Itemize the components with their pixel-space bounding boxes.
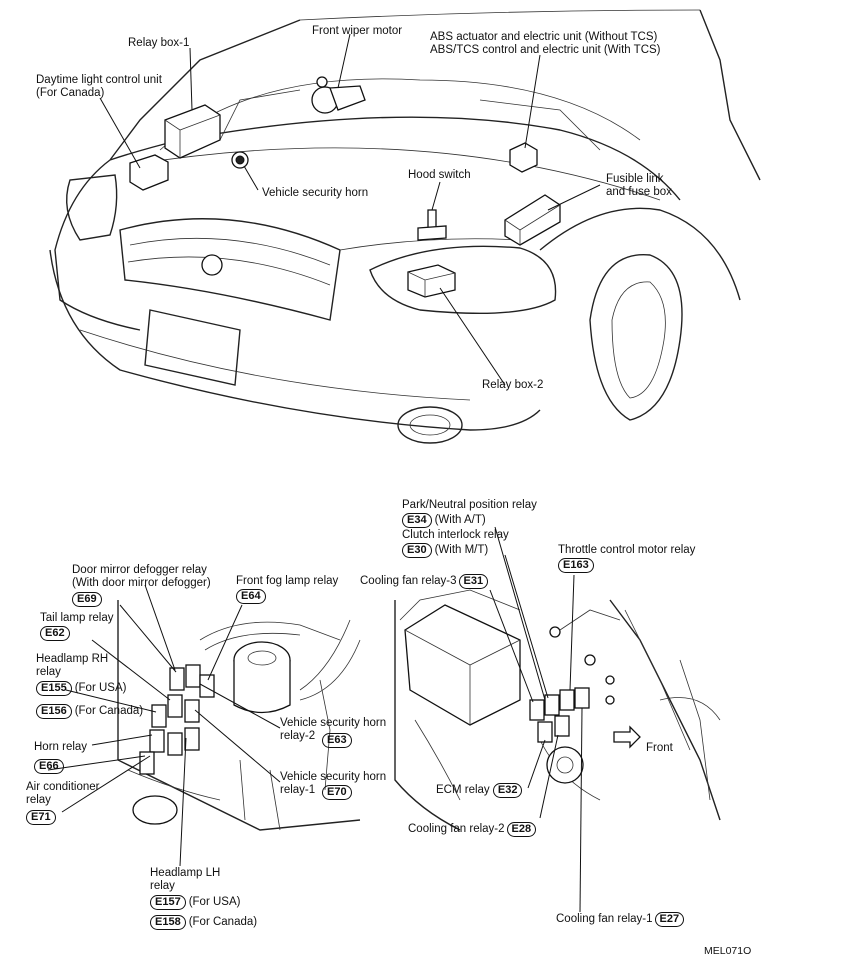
connector-e157: E157(For USA) bbox=[150, 895, 240, 910]
connector-e63: E63 bbox=[322, 733, 355, 748]
vsh-relay-2-label-line1: Vehicle security horn bbox=[280, 717, 387, 729]
left-relay-detail bbox=[117, 600, 361, 831]
connector-e30: E30(With M/T) bbox=[402, 543, 488, 558]
park-neutral-relay-label: Park/Neutral position relay bbox=[402, 499, 537, 511]
connector-e62: E62 bbox=[40, 626, 73, 641]
connector-e155: E155(For USA) bbox=[36, 681, 126, 696]
vsh-relay-2-label-line2: relay-2 bbox=[280, 730, 316, 742]
door-mirror-relay-label-line1: Door mirror defogger relay bbox=[72, 564, 207, 576]
top-leader-lines bbox=[99, 33, 601, 386]
relay-box-1-shape bbox=[164, 104, 221, 159]
connector-e158: E158(For Canada) bbox=[150, 915, 257, 930]
door-mirror-relay-label-line2: (With door mirror defogger) bbox=[72, 577, 211, 589]
vsh-relay-1-label-line2: relay-1 bbox=[280, 784, 316, 796]
e63-badge: E63 bbox=[322, 733, 352, 748]
horn-relay-label: Horn relay bbox=[34, 741, 88, 753]
cooling-fan-2-text: Cooling fan relay-2 bbox=[408, 823, 505, 835]
with-mt-text: (With M/T) bbox=[434, 544, 489, 556]
e32-badge: E32 bbox=[492, 783, 523, 798]
for-usa-2-text: (For USA) bbox=[188, 896, 241, 908]
e62-badge: E62 bbox=[40, 626, 70, 641]
right-leader-lines bbox=[489, 526, 583, 913]
e155-badge: E155 bbox=[36, 681, 72, 696]
connector-e163: E163 bbox=[558, 558, 597, 573]
e30-badge: E30 bbox=[402, 543, 432, 558]
fusible-link-label-line2: and fuse box bbox=[606, 186, 672, 198]
front-wiper-motor-shape bbox=[311, 76, 366, 114]
tail-lamp-relay-label: Tail lamp relay bbox=[40, 612, 114, 624]
cooling-fan-1-text: Cooling fan relay-1 bbox=[556, 913, 653, 925]
relay-box-2-shape bbox=[407, 264, 456, 298]
headlamp-lh-label-line2: relay bbox=[150, 880, 175, 892]
connector-e71: E71 bbox=[26, 810, 59, 825]
connector-e34: E34(With A/T) bbox=[402, 513, 486, 528]
headlamp-rh-label-line1: Headlamp RH bbox=[36, 653, 109, 665]
ecm-relay: ECM relay E32 bbox=[436, 783, 525, 798]
hood-switch-label: Hood switch bbox=[408, 169, 471, 181]
e34-badge: E34 bbox=[402, 513, 432, 528]
fusible-link-label-line1: Fusible link bbox=[606, 173, 664, 185]
relay-box-1-label: Relay box-1 bbox=[128, 37, 190, 49]
connector-e70: E70 bbox=[322, 785, 355, 800]
e157-badge: E157 bbox=[150, 895, 186, 910]
car-front-illustration bbox=[49, 9, 761, 444]
headlamp-lh-label-line1: Headlamp LH bbox=[150, 867, 221, 879]
connector-e156: E156(For Canada) bbox=[36, 704, 143, 719]
throttle-relay-label: Throttle control motor relay bbox=[558, 544, 696, 556]
abs-label-line1: ABS actuator and electric unit (Without … bbox=[430, 31, 658, 43]
fuse-box-shape bbox=[504, 194, 561, 246]
for-canada-1-text: (For Canada) bbox=[74, 705, 144, 717]
abs-label-line2: ABS/TCS control and electric unit (With … bbox=[430, 44, 661, 56]
e66-badge: E66 bbox=[34, 759, 64, 774]
e163-badge: E163 bbox=[558, 558, 594, 573]
front-direction-label: Front bbox=[646, 742, 673, 754]
ecm-relay-text: ECM relay bbox=[436, 784, 490, 796]
daytime-light-label-line2: (For Canada) bbox=[36, 87, 105, 99]
e70-badge: E70 bbox=[322, 785, 352, 800]
e28-badge: E28 bbox=[506, 822, 537, 837]
vehicle-security-horn-shape bbox=[231, 151, 249, 169]
daytime-light-label-line1: Daytime light control unit bbox=[36, 74, 162, 86]
front-wiper-motor-label: Front wiper motor bbox=[312, 25, 403, 37]
right-engine-bay-detail bbox=[394, 589, 721, 831]
e156-badge: E156 bbox=[36, 704, 72, 719]
e158-badge: E158 bbox=[150, 915, 186, 930]
e69-badge: E69 bbox=[72, 592, 102, 607]
daytime-light-unit-shape bbox=[129, 154, 169, 191]
connector-e64: E64 bbox=[236, 589, 269, 604]
figure-id: MEL071O bbox=[704, 945, 752, 957]
vehicle-security-horn-label: Vehicle security horn bbox=[262, 187, 369, 199]
hood-switch-shape bbox=[417, 209, 447, 241]
clutch-interlock-relay-label: Clutch interlock relay bbox=[402, 529, 509, 541]
e27-badge: E27 bbox=[654, 912, 685, 927]
left-leader-lines bbox=[47, 584, 281, 867]
with-at-text: (With A/T) bbox=[434, 514, 486, 526]
headlamp-rh-label-line2: relay bbox=[36, 666, 61, 678]
cooling-fan-3-text: Cooling fan relay-3 bbox=[360, 575, 457, 587]
relay-box-2-label: Relay box-2 bbox=[482, 379, 544, 391]
vsh-relay-1-label-line1: Vehicle security horn bbox=[280, 771, 387, 783]
air-conditioner-relay-label-line2: relay bbox=[26, 794, 51, 806]
abs-unit-shape bbox=[509, 142, 538, 173]
air-conditioner-relay-label-line1: Air conditioner bbox=[26, 781, 100, 793]
for-usa-1-text: (For USA) bbox=[74, 682, 127, 694]
connector-e69: E69 bbox=[72, 592, 105, 607]
e64-badge: E64 bbox=[236, 589, 266, 604]
e71-badge: E71 bbox=[26, 810, 56, 825]
connector-e66: E66 bbox=[34, 759, 67, 774]
for-canada-2-text: (For Canada) bbox=[188, 916, 258, 928]
front-fog-relay-label: Front fog lamp relay bbox=[236, 575, 339, 587]
e31-badge: E31 bbox=[458, 574, 489, 589]
